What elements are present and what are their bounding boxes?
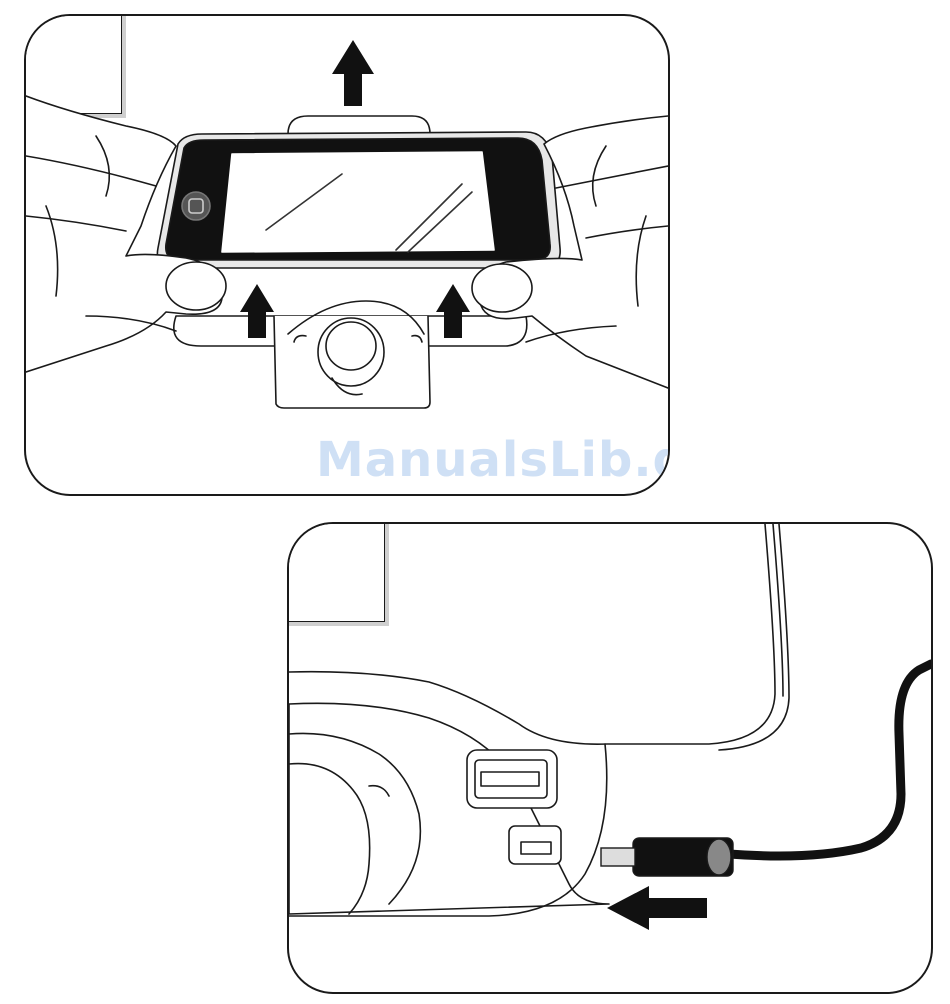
watermark-text: ManualsLib.de bbox=[316, 432, 670, 488]
connect-cable-illustration bbox=[289, 524, 931, 992]
illustration-panel-connect-cable bbox=[287, 522, 933, 994]
illustration-panel-remove-phone: ManualsLib.de bbox=[24, 14, 670, 496]
phone-screen bbox=[222, 152, 494, 252]
up-arrow-icon bbox=[332, 40, 374, 106]
plug-tip bbox=[601, 848, 635, 866]
mount-knob-icon bbox=[318, 318, 384, 386]
home-button-icon bbox=[182, 192, 210, 220]
cradle-top-clip bbox=[288, 116, 430, 134]
left-arrow-icon bbox=[607, 886, 707, 930]
remove-phone-illustration bbox=[26, 16, 668, 494]
